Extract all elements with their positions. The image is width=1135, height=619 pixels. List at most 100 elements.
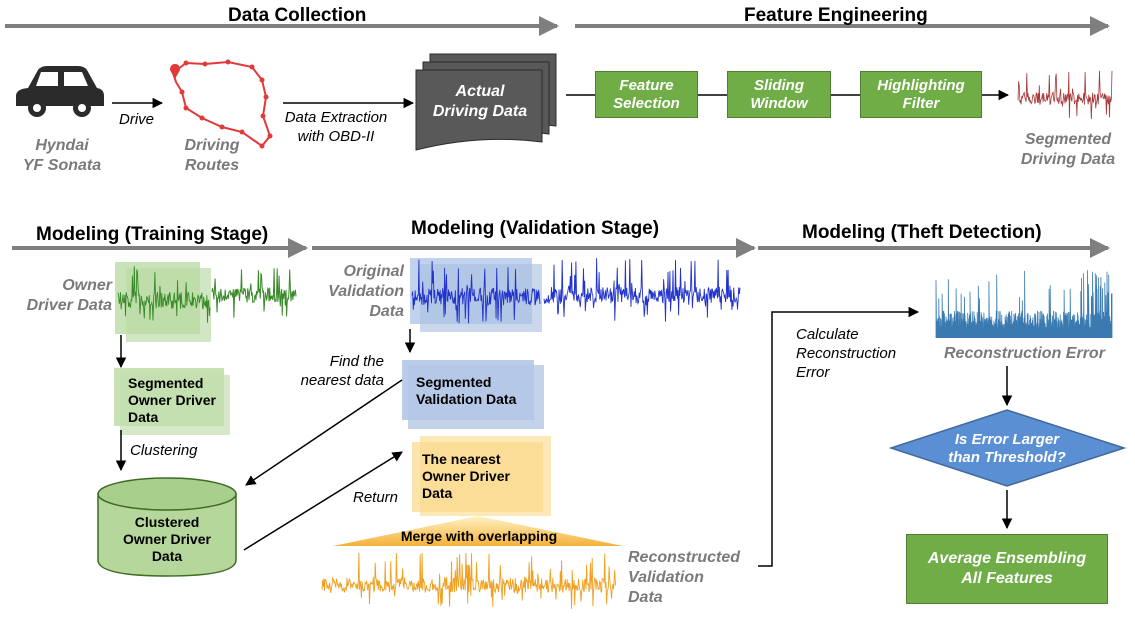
owner-data-line1: Owner [62, 277, 112, 294]
recon-line1: Reconstructed [628, 549, 741, 566]
seg-val-box [402, 360, 534, 420]
reconstructed-signal-plot [321, 552, 617, 609]
reconstruction-error-plot [935, 270, 1113, 339]
calculate-error-label: Calculate Reconstruction Error [796, 325, 896, 382]
segmented-validation-label: Segmented Validation Data [416, 374, 516, 408]
calc-line1: Calculate [796, 326, 859, 343]
section-title-theft: Modeling (Theft Detection) [802, 222, 1042, 243]
section-title-training: Modeling (Training Stage) [36, 224, 269, 245]
segmented-driving-label: Segmented Driving Data [1010, 130, 1126, 170]
extraction-label-line2: with OBD-II [297, 128, 375, 145]
segmented-owner-label: Segmented Owner Driver Data [128, 375, 216, 426]
calculate-error-arrow [758, 306, 920, 567]
car-label-line2: YF Sonata [22, 157, 102, 174]
actual-data-label: Actual Driving Data [420, 82, 540, 122]
sliding-window-line2: Window [750, 94, 808, 112]
routes-label: Driving Routes [174, 136, 250, 176]
extraction-label-line1: Data Extraction [284, 109, 388, 126]
original-line2: Validation [328, 283, 404, 300]
calc-line2: Reconstruction [796, 345, 897, 362]
error-trace [935, 270, 1113, 339]
segmented-owner-line2: Owner Driver [128, 392, 216, 408]
segmented-driving-line2: Driving Data [1020, 151, 1116, 168]
recon-line2: Validation [628, 569, 704, 586]
clustered-line1: Clustered [134, 514, 200, 530]
route-icon [171, 60, 272, 148]
clustering-label: Clustering [130, 442, 198, 459]
segmented-signal-plot [1017, 70, 1113, 120]
owner-data-label: Owner Driver Data [8, 276, 112, 316]
owner-signal-plot-2 [211, 268, 297, 318]
highlighting-filter-line2: Filter [902, 94, 940, 112]
drive-label: Drive [119, 111, 155, 128]
original-signal-plot-1 [411, 259, 541, 324]
car-label: Hyndai YF Sonata [16, 136, 108, 176]
reconstruction-error-label: Reconstruction Error [944, 345, 1105, 362]
feature-selection-line2: Selection [613, 94, 680, 112]
decision-line2: than Threshold? [948, 449, 1066, 466]
segmented-owner-line1: Segmented [128, 375, 204, 391]
find-nearest-arrow [245, 379, 403, 486]
signal-trace [543, 258, 741, 322]
clustered-line2: Owner Driver [123, 531, 211, 547]
original-validation-label: Original Validation Data [318, 262, 404, 322]
signal-trace [321, 552, 617, 609]
threshold-decision-diamond [888, 409, 1127, 487]
actual-data-stack [415, 53, 557, 151]
owner-signal-plot-1 [117, 266, 211, 323]
find-nearest-label: Find the nearest data [282, 352, 384, 390]
return-arrow [243, 451, 403, 551]
original-line1: Original [343, 263, 404, 280]
original-line3: Data [369, 303, 404, 320]
segmented-owner-line3: Data [128, 409, 159, 425]
find-nearest-line2: nearest data [300, 372, 384, 389]
sliding-window-line1: Sliding [753, 76, 804, 94]
average-line2: All Features [961, 570, 1053, 587]
clustered-label: Clustered Owner Driver Data [98, 514, 236, 565]
nearest-owner-label: The nearest Owner Driver Data [422, 451, 510, 502]
find-nearest-line1: Find the [329, 353, 384, 370]
signal-trace [1017, 70, 1113, 120]
decision-label: Is Error Larger than Threshold? [930, 431, 1084, 467]
section-title-feature-engineering: Feature Engineering [744, 5, 928, 26]
nearest-line3: Data [422, 485, 453, 501]
return-label: Return [353, 489, 399, 506]
segval-line1: Segmented [416, 374, 492, 390]
segval-line2: Validation Data [416, 391, 517, 407]
original-signal-plot-2 [543, 258, 741, 322]
segmented-driving-line1: Segmented [1024, 131, 1112, 148]
section-title-data-collection: Data Collection [228, 5, 367, 26]
owner-data-line2: Driver Data [26, 297, 112, 314]
merge-triangle [333, 516, 623, 546]
route-points [170, 59, 273, 149]
average-line1: Average Ensembling [927, 550, 1087, 567]
routes-label-line1: Driving [184, 137, 240, 154]
car-icon [16, 66, 104, 117]
highlighting-filter-line1: Highlighting [877, 76, 965, 94]
actual-data-label-line2: Driving Data [432, 103, 528, 120]
extraction-label: Data Extraction with OBD-II [284, 108, 388, 146]
reconstructed-validation-label: Reconstructed Validation Data [628, 548, 740, 608]
seg-owner-box [114, 368, 224, 426]
signal-trace [411, 259, 541, 324]
merge-label: Merge with overlapping [400, 528, 558, 544]
decision-line1: Is Error Larger [954, 431, 1060, 448]
feature-selection-line1: Feature [619, 76, 674, 94]
clustered-database-cylinder [97, 477, 237, 577]
routes-label-line2: Routes [184, 157, 240, 174]
signal-trace [117, 266, 211, 323]
car-label-line1: Hyndai [35, 137, 89, 154]
section-title-validation: Modeling (Validation Stage) [411, 218, 660, 239]
recon-line3: Data [628, 589, 663, 606]
nearest-box [412, 442, 543, 512]
nearest-line1: The nearest [422, 451, 501, 467]
clustered-line3: Data [151, 548, 183, 564]
calc-line3: Error [796, 364, 830, 381]
signal-trace [211, 268, 297, 318]
nearest-line2: Owner Driver [422, 468, 510, 484]
